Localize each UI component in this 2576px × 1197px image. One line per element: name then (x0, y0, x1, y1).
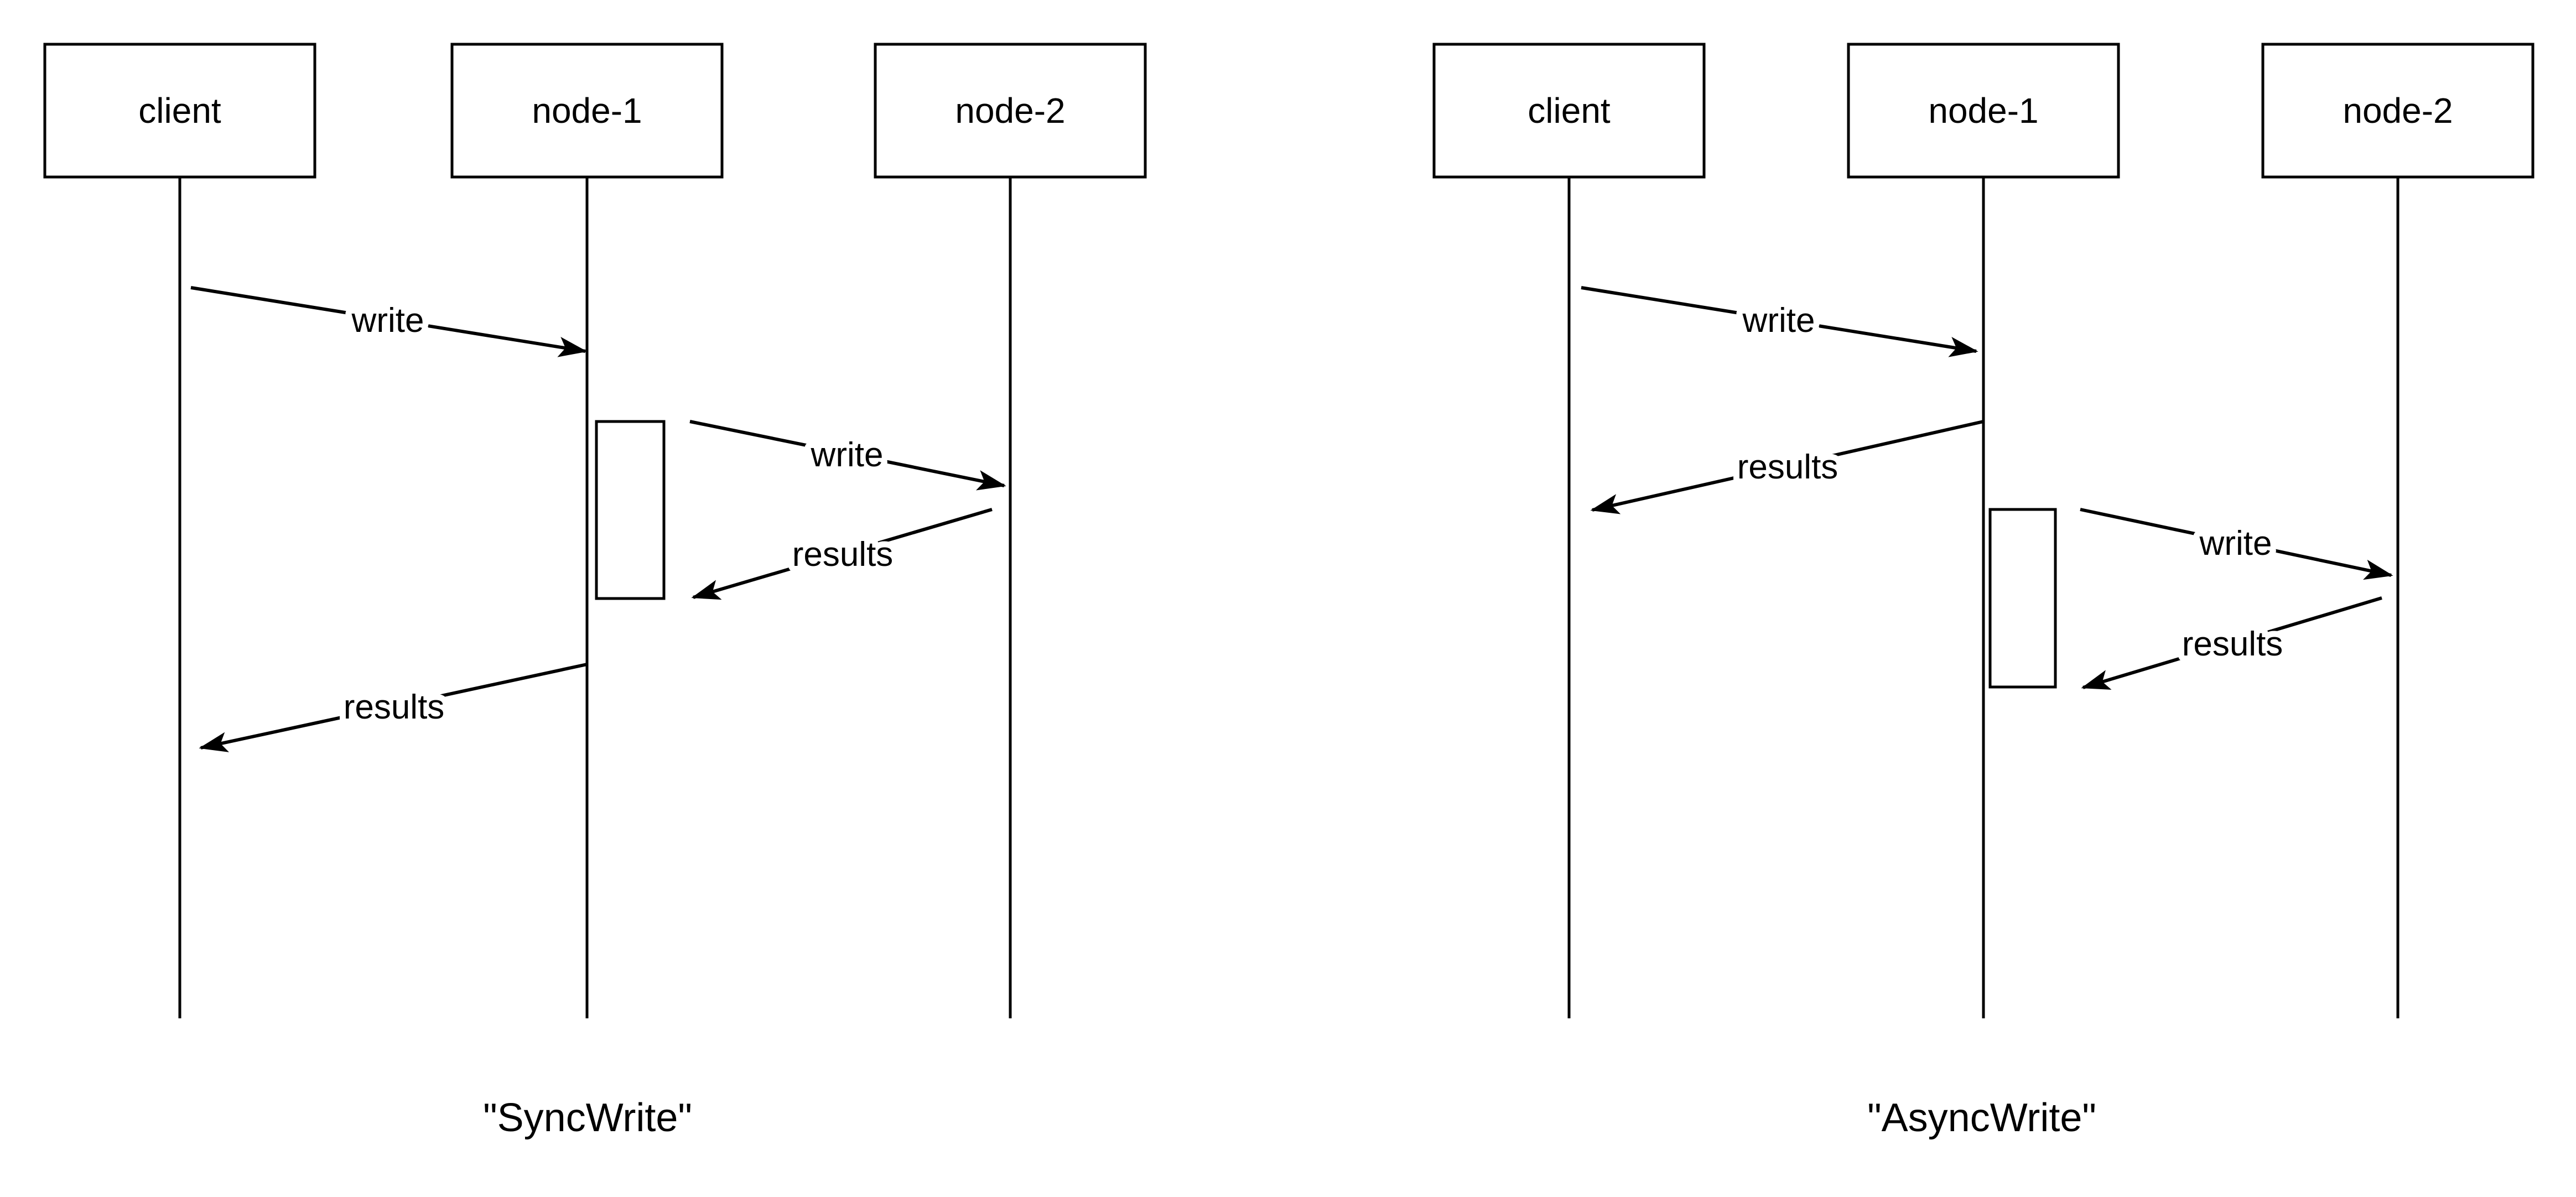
message-label-results-2: results (2182, 625, 2283, 663)
actor-box-node-1 (450, 43, 724, 179)
message-arrow-write-1 (1581, 286, 1978, 357)
message-arrow-results-2 (2081, 596, 2382, 690)
sequence-diagram-asyncwrite: client node-1 node-2 write results write… (1432, 43, 2535, 1140)
actor-box-client (1432, 43, 1706, 179)
actor-label-client: client (138, 91, 221, 131)
message-arrow-write-2 (689, 420, 1006, 491)
diagram-caption-asyncwrite: "AsyncWrite" (1867, 1096, 2096, 1140)
message-label-write-2: write (2199, 524, 2272, 563)
actor-label-node-1: node-1 (1928, 91, 2038, 131)
message-label-write-1: write (351, 301, 424, 340)
message-label-results-1: results (1737, 448, 1838, 486)
message-label-write-2: write (811, 436, 884, 474)
actor-label-node-2: node-2 (2343, 91, 2453, 131)
message-arrow-write-1 (190, 286, 588, 357)
message-arrow-results-1 (1590, 420, 1984, 514)
actor-label-client: client (1528, 91, 1611, 131)
actor-box-node-2 (874, 43, 1147, 179)
activation-node-1 (595, 420, 666, 600)
message-label-results-1: results (792, 535, 894, 574)
message-arrow-write-2 (2080, 508, 2393, 580)
actor-box-client (43, 43, 316, 179)
diagram-caption-syncwrite: "SyncWrite" (483, 1096, 692, 1140)
message-arrow-results-2 (199, 663, 588, 752)
actor-box-node-2 (2261, 43, 2535, 179)
actor-label-node-1: node-1 (532, 91, 642, 131)
message-label-write-1: write (1742, 301, 1815, 340)
actor-label-node-2: node-2 (955, 91, 1065, 131)
activation-node-1 (1988, 508, 2057, 689)
message-arrow-results-1 (691, 508, 993, 600)
message-label-results-2: results (344, 688, 445, 726)
sequence-diagram-syncwrite: client node-1 node-2 write write results… (43, 43, 1147, 1140)
actor-box-node-1 (1847, 43, 2120, 179)
